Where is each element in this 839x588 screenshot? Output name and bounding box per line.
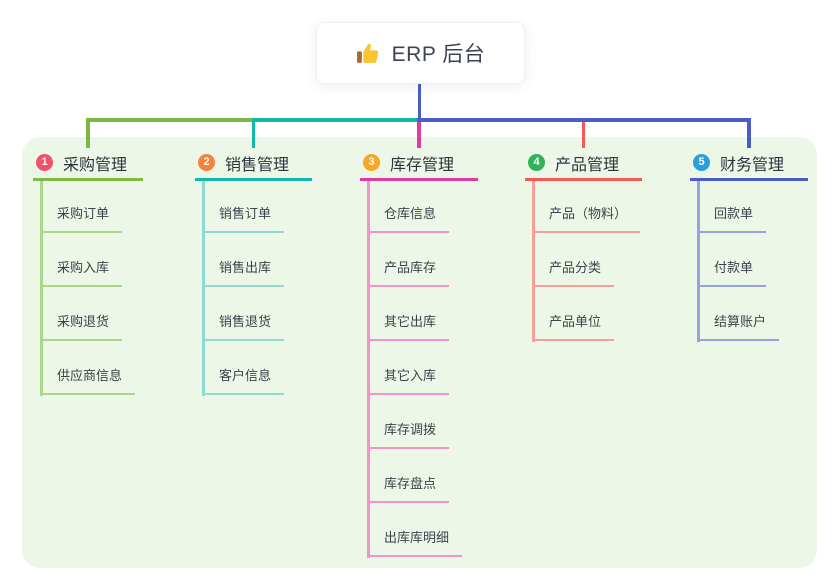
child-node[interactable]: 销售出库 (202, 260, 285, 287)
connector-drop-branch-4 (581, 118, 586, 148)
connector-drop-branch-5 (747, 118, 751, 148)
child-node[interactable]: 供应商信息 (40, 368, 136, 395)
branch-node-label: 销售管理 (225, 156, 290, 174)
child-node[interactable]: 仓库信息 (367, 206, 450, 233)
child-node[interactable]: 产品单位 (532, 314, 615, 341)
branch-node-label: 库存管理 (390, 156, 455, 174)
branch-node-label: 产品管理 (555, 156, 620, 174)
child-node[interactable]: 库存调拨 (367, 422, 450, 449)
branch-number-badge: 1 (36, 154, 53, 172)
branch-node[interactable]: 2 销售管理 (195, 148, 312, 181)
branch-node-label: 采购管理 (63, 156, 128, 174)
child-node[interactable]: 客户信息 (202, 368, 285, 395)
child-node[interactable]: 出库库明细 (367, 530, 463, 557)
thumbs-up-icon (356, 41, 381, 66)
branches-panel-background (22, 137, 817, 568)
branch-node-label: 财务管理 (720, 156, 785, 174)
branch-number-badge: 4 (528, 154, 545, 172)
branch-node[interactable]: 5 财务管理 (690, 148, 808, 181)
connector-trunk-segment-2 (251, 118, 418, 122)
child-node[interactable]: 其它出库 (367, 314, 450, 341)
child-node[interactable]: 付款单 (697, 260, 767, 287)
connector-trunk-segment-1 (86, 118, 252, 122)
branch-child-connector-line (40, 180, 43, 396)
branch-child-connector-line (697, 180, 700, 342)
child-node[interactable]: 库存盘点 (367, 476, 450, 503)
branch-node[interactable]: 1 采购管理 (33, 148, 143, 181)
branch-child-connector-line (367, 180, 370, 558)
branch-number-badge: 3 (363, 154, 380, 172)
branch-node[interactable]: 3 库存管理 (360, 148, 478, 181)
child-node[interactable]: 销售订单 (202, 206, 285, 233)
child-node[interactable]: 采购退货 (40, 314, 123, 341)
child-node[interactable]: 产品分类 (532, 260, 615, 287)
child-node[interactable]: 其它入库 (367, 368, 450, 395)
child-node[interactable]: 结算账户 (697, 314, 780, 341)
child-node[interactable]: 产品库存 (367, 260, 450, 287)
connector-drop-branch-3 (417, 118, 421, 148)
child-node[interactable]: 销售退货 (202, 314, 285, 341)
child-node[interactable]: 采购订单 (40, 206, 123, 233)
branch-number-badge: 2 (198, 154, 215, 172)
root-node-label: ERP 后台 (391, 43, 486, 66)
branch-node[interactable]: 4 产品管理 (525, 148, 642, 181)
child-node[interactable]: 采购入库 (40, 260, 123, 287)
branch-number-badge: 5 (693, 154, 710, 172)
root-node[interactable]: ERP 后台 (316, 22, 525, 84)
connector-drop-branch-2 (251, 118, 256, 148)
connector-root-stem (417, 82, 421, 122)
branch-child-connector-line (202, 180, 205, 396)
branch-child-connector-line (532, 180, 535, 342)
connector-drop-branch-1 (86, 118, 90, 148)
child-node[interactable]: 回款单 (697, 206, 767, 233)
connector-trunk-segment-3 (417, 118, 751, 122)
child-node[interactable]: 产品（物料） (532, 206, 641, 233)
